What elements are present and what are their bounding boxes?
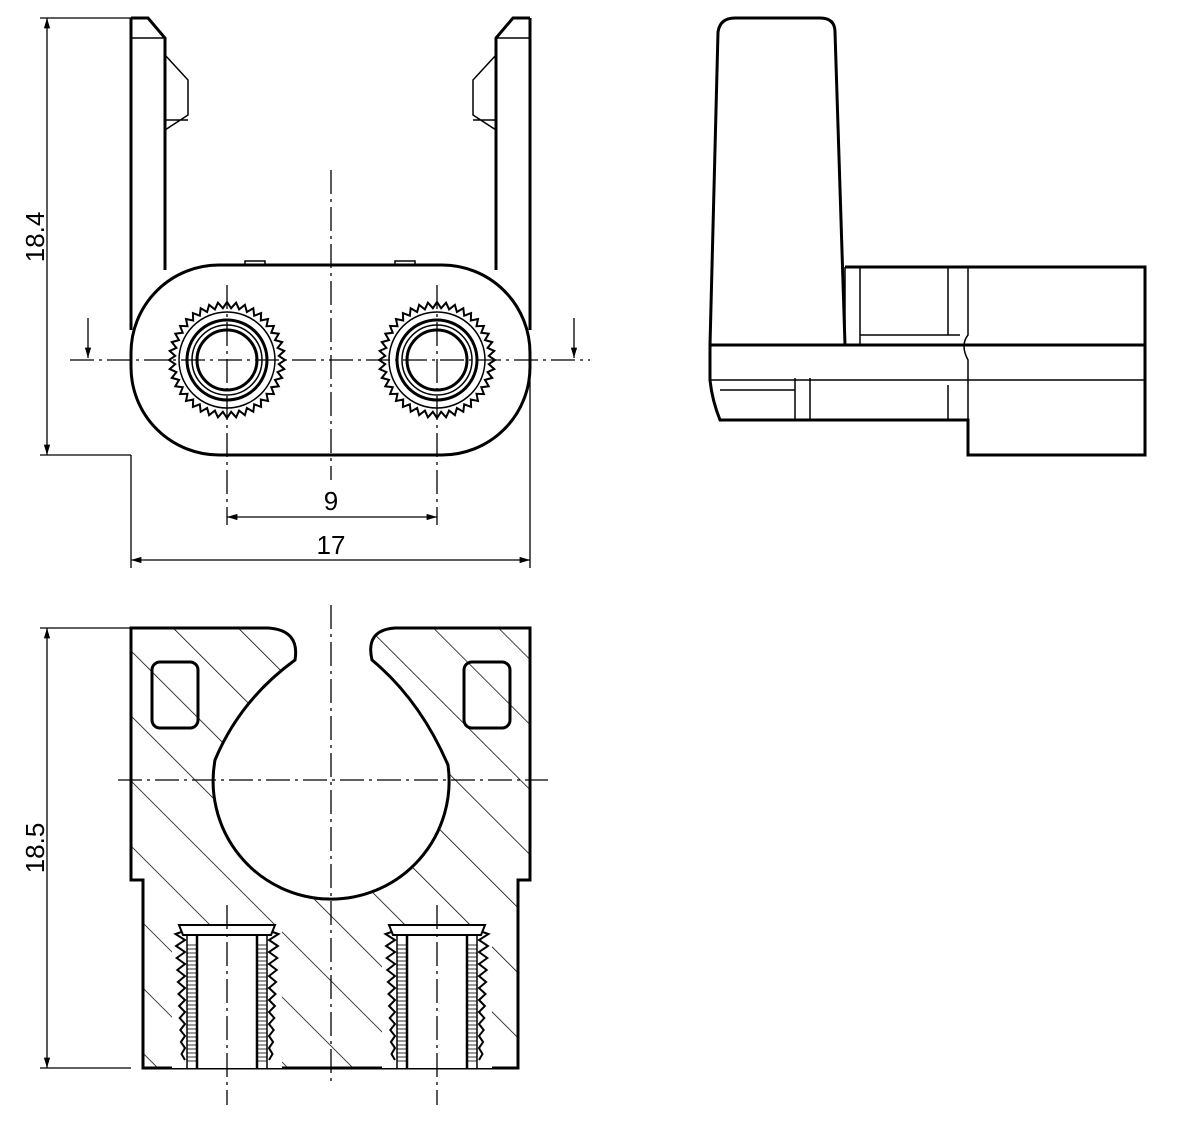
dim-hole-spacing: 9: [324, 486, 338, 516]
dim-height-section: 18.5: [20, 823, 50, 874]
dim-width: 17: [317, 530, 346, 560]
section-view: 18.5: [20, 605, 548, 1105]
side-view: [708, 16, 1147, 457]
dim-height-top: 18.4: [20, 212, 50, 263]
front-view: 18.4 9 17: [20, 16, 590, 568]
